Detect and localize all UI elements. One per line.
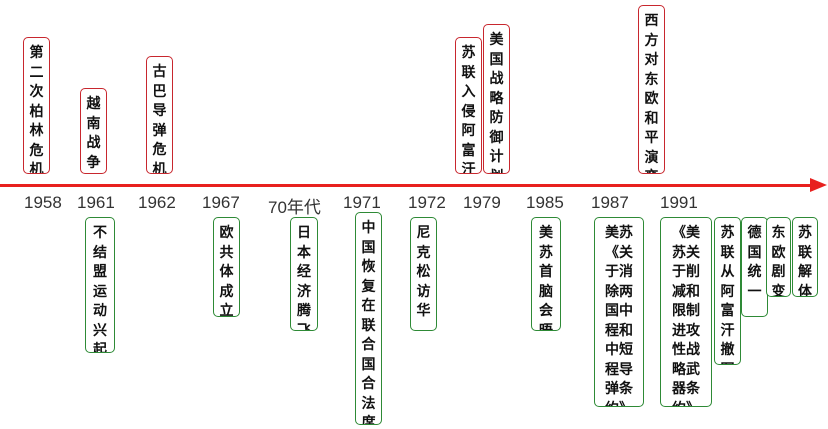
event-box-cuban-missile-crisis: 古巴导弹危机 (146, 56, 173, 174)
event-label: 东欧剧变 (771, 225, 786, 297)
year-label: 1962 (138, 193, 176, 212)
year-label: 1991 (660, 193, 698, 212)
event-box-nixon-visit: 尼克松访华 (410, 217, 437, 331)
event-label: 中国恢复在联合国合法席位 (361, 220, 376, 425)
event-box-non-aligned-movement: 不结盟运动兴起 (85, 217, 115, 353)
event-box-un-seat: 中国恢复在联合国合法席位 (355, 212, 382, 425)
event-label: 越南战争 (86, 96, 101, 171)
event-label: 德国统一 (747, 225, 762, 300)
event-box-sdi: 美国战略防御计划 (483, 24, 510, 174)
year-label: 1979 (463, 193, 501, 212)
event-label: 古巴导弹危机 (152, 64, 167, 174)
year-label: 1961 (77, 193, 115, 212)
event-box-ussr-dissolution: 苏联解体 (792, 217, 818, 297)
event-box-vietnam-war: 越南战争 (80, 88, 107, 174)
year-label: 1972 (408, 193, 446, 212)
event-box-summit: 美苏首脑会晤 (531, 217, 561, 331)
event-label: 苏联入侵阿富汗 (461, 45, 476, 174)
year-label: 70年代 (268, 198, 321, 217)
event-label: 尼克松访华 (416, 225, 431, 319)
event-label: 《美苏关于削减和限制进攻性战略武器条约》 (672, 225, 700, 406)
event-box-afghan-withdrawal: 苏联从阿富汗撤军 (714, 217, 741, 365)
event-box-german-reunification: 德国统一 (741, 217, 768, 317)
event-box-peaceful-evolution: 西方对东欧和平演变 (638, 5, 665, 174)
event-box-japan-economy: 日本经济腾飞 (290, 217, 318, 331)
event-label: 苏联解体 (798, 225, 812, 297)
event-label: 美国战略防御计划 (489, 32, 504, 173)
event-box-eastern-europe-upheaval: 东欧剧变 (766, 217, 791, 297)
event-label: 欧共体成立 (219, 225, 234, 317)
year-label: 1967 (202, 193, 240, 212)
timeline-axis (0, 184, 812, 187)
event-label: 美苏首脑会晤 (539, 225, 553, 331)
event-box-start-treaty: 《美苏关于削减和限制进攻性战略武器条约》 (660, 217, 712, 407)
event-label: 日本经济腾飞 (297, 225, 311, 331)
timeline-arrow-icon (810, 178, 827, 192)
event-label: 不结盟运动兴起 (93, 225, 107, 353)
year-label: 1971 (343, 193, 381, 212)
event-box-afghan-invasion: 苏联入侵阿富汗 (455, 37, 482, 174)
event-label: 美苏《关于消除两国中程和中短程导弹条约》 (605, 225, 633, 406)
event-label: 苏联从阿富汗撤军 (720, 225, 735, 364)
year-label: 1958 (24, 193, 62, 212)
event-label: 西方对东欧和平演变 (644, 13, 659, 173)
year-label: 1987 (591, 193, 629, 212)
event-box-ec-founded: 欧共体成立 (213, 217, 240, 317)
event-box-berlin-crisis: 第二次柏林危机 (23, 37, 50, 174)
year-label: 1985 (526, 193, 564, 212)
event-box-inf-treaty: 美苏《关于消除两国中程和中短程导弹条约》 (594, 217, 644, 407)
event-label: 第二次柏林危机 (29, 45, 44, 174)
